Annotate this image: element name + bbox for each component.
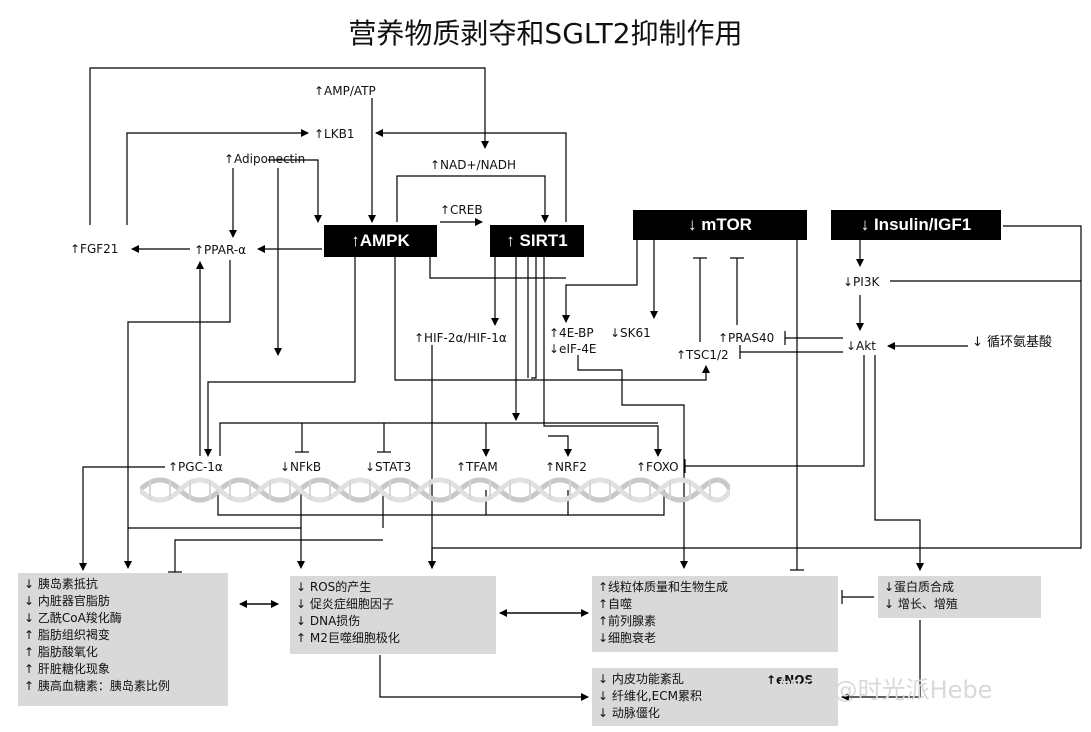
tfam-label: ↑TFAM	[456, 460, 498, 474]
ppar-alpha-label: ↑PPAR-α	[194, 243, 247, 257]
fgf21-label: ↑FGF21	[70, 242, 119, 256]
enos-label: ↑eNOS	[766, 673, 814, 687]
mitochondria-effects-box: ↑线粒体质量和生物生成 ↑自噬 ↑前列腺素 ↓细胞衰老	[592, 576, 838, 652]
pras40-label: ↑PRAS40	[718, 331, 775, 345]
sirt1-node: ↑ SIRT1	[490, 225, 584, 257]
endothelial-effect-item: ↓ 内皮功能紊乱	[598, 672, 684, 686]
mitochondria-effect-item: ↑前列腺素	[598, 614, 657, 628]
pi3k-label: ↓PI3K	[843, 275, 880, 289]
adiponectin-label: ↑Adiponectin	[224, 152, 306, 166]
metabolic-effect-item: ↓ 乙酰CoA羧化酶	[24, 611, 122, 625]
stat3-label: ↓STAT3	[365, 460, 412, 474]
amino-acids-label: ↓ 循环氨基酸	[972, 335, 1053, 350]
4ebp-label: ↑4E-BP	[549, 326, 594, 340]
inflammation-effect-item: ↓ ROS的产生	[296, 580, 372, 594]
endothelial-effect-item: ↓ 纤维化,ECM累积	[598, 689, 702, 703]
metabolic-effect-item: ↓ 内脏器官脂肪	[24, 594, 110, 608]
pgc1a-label: ↑PGC-1α	[168, 460, 223, 474]
metabolic-effects-box: ↓ 胰岛素抵抗 ↓ 内脏器官脂肪 ↓ 乙酰CoA羧化酶 ↑ 脂肪组织褐变 ↑ 脂…	[18, 573, 228, 706]
inflammation-effects-box: ↓ ROS的产生 ↓ 促炎症细胞因子 ↓ DNA损伤 ↑ M2巨噬细胞极化	[290, 576, 496, 654]
inflammation-effect-item: ↓ DNA损伤	[296, 614, 361, 628]
inflammation-effect-item: ↓ 促炎症细胞因子	[296, 597, 394, 611]
insulin-igf1-node: ↓ Insulin/IGF1	[831, 210, 1001, 240]
watermark: 知乎 @时光派Hebe	[778, 676, 993, 704]
nfkb-label: ↓NFkB	[280, 460, 322, 474]
mitochondria-effect-item: ↓细胞衰老	[598, 631, 657, 645]
creb-label: ↑CREB	[440, 203, 483, 217]
akt-label: ↓Akt	[846, 339, 876, 353]
protein-effects-box: ↓蛋白质合成 ↓ 增长、增殖	[878, 576, 1041, 618]
nad-nadh-label: ↑NAD+/NADH	[430, 158, 517, 172]
amp-atp-label: ↑AMP/ATP	[314, 84, 376, 98]
metabolic-effect-item: ↑ 脂肪组织褐变	[24, 628, 110, 642]
metabolic-effect-item: ↓ 胰岛素抵抗	[24, 577, 98, 591]
mitochondria-effect-item: ↑线粒体质量和生物生成	[598, 580, 729, 594]
hif-label: ↑HIF-2α/HIF-1α	[414, 331, 507, 345]
metabolic-effect-item: ↑ 脂肪酸氧化	[24, 645, 98, 659]
foxo-label: ↑FOXO	[636, 460, 679, 474]
sk61-label: ↓SK61	[610, 326, 651, 340]
eif4e-label: ↓eIF-4E	[549, 342, 597, 356]
mitochondria-effect-item: ↑自噬	[598, 597, 633, 611]
protein-effect-item: ↓ 增长、增殖	[884, 597, 958, 611]
metabolic-effect-item: ↑ 肝脏糖化现象	[24, 662, 110, 676]
dna-helix-image	[140, 477, 730, 503]
endothelial-effects-box: ↓ 内皮功能紊乱 ↓ 纤维化,ECM累积 ↓ 动脉僵化	[592, 668, 838, 726]
lkb1-label: ↑LKB1	[314, 127, 355, 141]
ampk-node: ↑AMPK	[324, 225, 437, 257]
tsc12-label: ↑TSC1/2	[676, 348, 729, 362]
metabolic-effect-item: ↑ 胰高血糖素：胰岛素比例	[24, 679, 170, 693]
endothelial-effect-item: ↓ 动脉僵化	[598, 706, 660, 720]
inflammation-effect-item: ↑ M2巨噬细胞极化	[296, 631, 400, 645]
diagram-title: 营养物质剥夺和SGLT2抑制作用	[348, 17, 743, 50]
protein-effect-item: ↓蛋白质合成	[884, 580, 955, 594]
nrf2-label: ↑NRF2	[545, 460, 587, 474]
mtor-node: ↓ mTOR	[633, 210, 807, 240]
